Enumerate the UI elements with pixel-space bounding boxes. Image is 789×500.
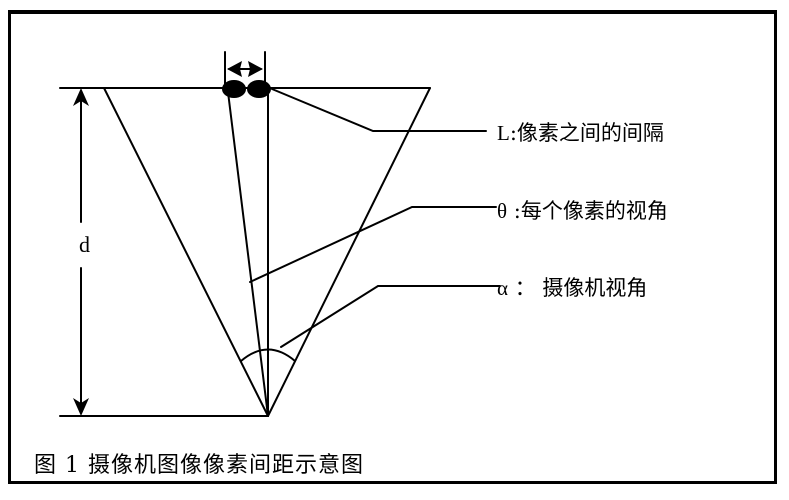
figure-caption: 图 1 摄像机图像像素间距示意图 (34, 447, 364, 479)
label-pixel-angle: θ :每个像素的视角 (497, 199, 668, 223)
label-camera-angle-separator: ： (508, 276, 536, 300)
label-camera-angle-symbol: α (497, 276, 509, 300)
figure-caption-text: 摄像机图像像素间距示意图 (88, 453, 365, 478)
figure-frame (8, 10, 777, 484)
label-pixel-angle-symbol: θ (497, 199, 508, 223)
spacing-arrow-right-icon (248, 61, 263, 77)
label-pixel-spacing-symbol: L (497, 121, 510, 145)
leader-line-alpha (280, 285, 501, 348)
distance-arrow-up-icon (73, 88, 89, 106)
spacing-arrow-left-icon (227, 61, 242, 77)
pixel-dot-right (247, 80, 271, 98)
distance-label: d (79, 230, 90, 260)
label-pixel-spacing-separator: : (509, 121, 517, 145)
label-pixel-angle-separator: : (507, 199, 521, 223)
label-pixel-spacing-text: 像素之间的间隔 (516, 121, 664, 145)
label-camera-angle: α ： 摄像机视角 (497, 276, 647, 300)
distance-arrow-down-icon (73, 398, 89, 416)
label-pixel-spacing: L:像素之间的间隔 (497, 121, 664, 145)
fov-left-ray (103, 87, 269, 417)
leader-line-theta (249, 206, 497, 283)
pixel-ray-left (227, 91, 269, 417)
figure-caption-number: 图 1 (34, 453, 80, 478)
alpha-angle-arc (240, 348, 296, 362)
fov-right-ray (267, 87, 431, 417)
label-camera-angle-text: 摄像机视角 (535, 276, 648, 300)
pixel-dot-left (222, 80, 246, 98)
leader-line-L (271, 88, 487, 132)
label-pixel-angle-text: 每个像素的视角 (520, 199, 668, 223)
